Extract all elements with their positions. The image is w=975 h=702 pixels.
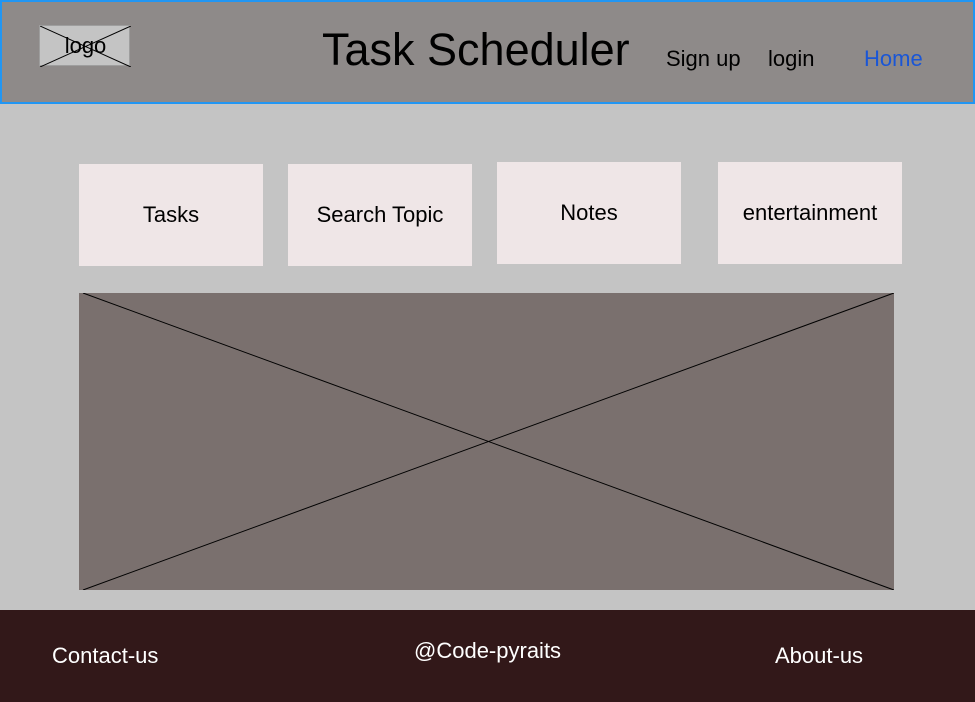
entertainment-card[interactable]: entertainment [718,162,902,264]
logo-placeholder[interactable]: logo [39,25,131,67]
footer-bar: Contact-us @Code-pyraits About-us [0,610,975,702]
nav-login-link[interactable]: login [768,46,815,71]
header-bar: logo Task Scheduler Sign up login Home [0,0,975,104]
tasks-card-label: Tasks [142,202,200,227]
nav-signup-link[interactable]: Sign up [666,46,741,71]
notes-card-label: Notes [560,200,618,225]
notes-card[interactable]: Notes [497,162,681,264]
footer-contact-link[interactable]: Contact-us [52,643,159,668]
nav-home-link[interactable]: Home [864,46,923,71]
image-placeholder-icon [82,293,894,590]
image-placeholder-icon [40,26,131,67]
footer-credit: @Code-pyraits [414,638,562,663]
search-topic-card-label: Search Topic [316,202,444,227]
tasks-card[interactable]: Tasks [79,164,263,266]
logo-label: logo [64,33,107,58]
footer-about-link[interactable]: About-us [775,643,864,668]
search-topic-card[interactable]: Search Topic [288,164,472,266]
entertainment-card-label: entertainment [742,200,878,225]
hero-image-placeholder [79,293,894,590]
app-title: Task Scheduler [322,24,630,75]
